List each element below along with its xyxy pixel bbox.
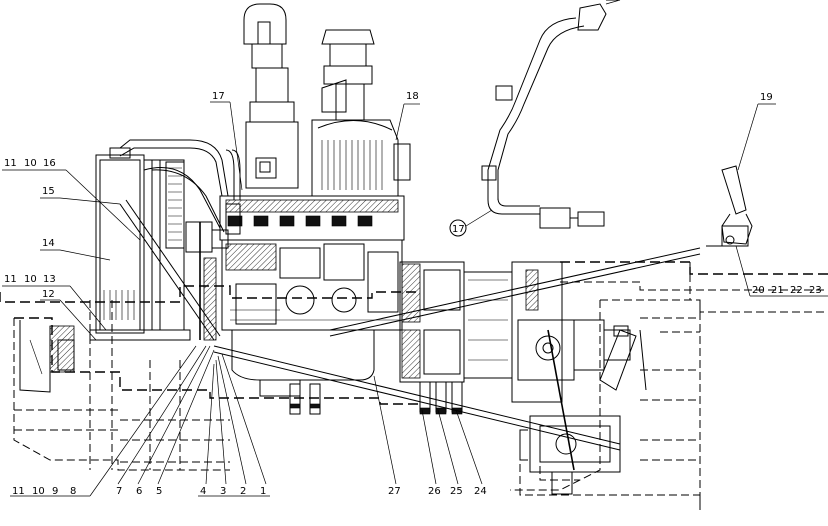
callout-4: 4 [200, 486, 206, 497]
callout-5: 5 [156, 486, 162, 497]
exhaust-stack [243, 3, 299, 189]
callout-6: 6 [136, 486, 142, 497]
callout-11-top: 11 [4, 158, 17, 169]
control-lever [706, 165, 753, 247]
rear-axle [519, 325, 647, 495]
circled-callout-ring [449, 219, 467, 237]
engine-block [219, 149, 405, 415]
fan-pulley [185, 221, 229, 341]
callout-1: 1 [260, 486, 266, 497]
callout-12: 12 [42, 289, 55, 300]
callout-17: 17 [212, 91, 225, 102]
callout-20: 20 [752, 285, 765, 296]
callout-18: 18 [406, 91, 419, 102]
air-cleaner [311, 29, 411, 197]
callout-15: 15 [42, 186, 55, 197]
callout-17-circled: 17 [452, 224, 465, 235]
callout-10-bottom: 10 [32, 486, 45, 497]
callout-labels: 11 10 16 15 14 11 10 13 12 17 18 19 20 2… [4, 91, 822, 497]
coolant-hoses [119, 139, 229, 233]
front-support [19, 320, 75, 393]
callout-22: 22 [790, 285, 803, 296]
callout-25: 25 [450, 486, 463, 497]
callout-23: 23 [809, 285, 822, 296]
leader-lines [2, 0, 828, 497]
callout-3: 3 [220, 486, 226, 497]
callout-10-mid: 10 [24, 274, 37, 285]
control-rods [119, 199, 701, 451]
breather-pipe [481, 0, 618, 229]
radiator [89, 147, 191, 341]
callout-19: 19 [760, 92, 773, 103]
callout-7: 7 [116, 486, 122, 497]
callout-13: 13 [43, 274, 56, 285]
callout-2: 2 [240, 486, 246, 497]
callout-11-mid: 11 [4, 274, 17, 285]
callout-9: 9 [52, 486, 58, 497]
callout-26: 26 [428, 486, 441, 497]
callout-16: 16 [43, 158, 56, 169]
callout-14: 14 [42, 238, 55, 249]
callout-11-bottom: 11 [12, 486, 25, 497]
callout-21: 21 [771, 285, 784, 296]
callout-8: 8 [70, 486, 76, 497]
transmission [399, 261, 631, 415]
callout-24: 24 [474, 486, 487, 497]
callout-10-top: 10 [24, 158, 37, 169]
callout-27: 27 [388, 486, 401, 497]
